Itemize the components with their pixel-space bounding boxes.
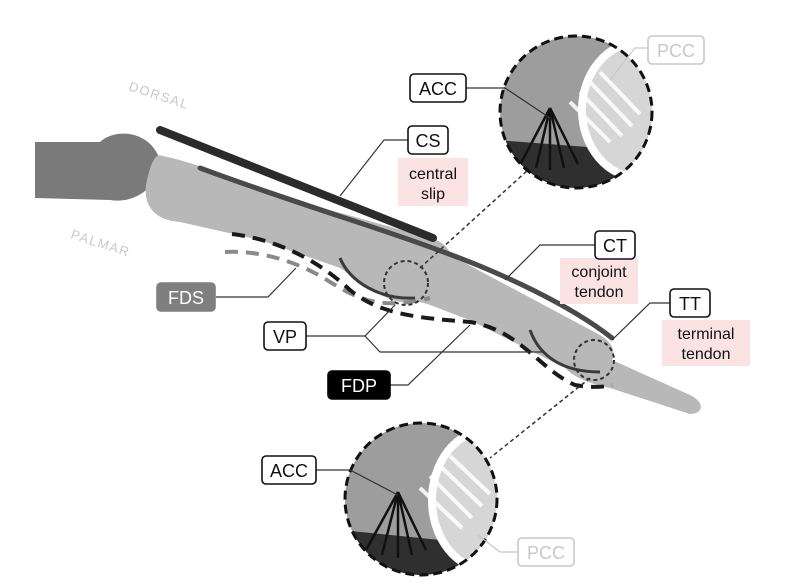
cs-label: CS <box>415 131 440 151</box>
vp-label: VP <box>273 327 297 347</box>
palmar-label: PALMAR <box>69 227 132 260</box>
cs-box <box>407 125 449 155</box>
fds-label: FDS <box>168 288 204 308</box>
phalanx-bones <box>145 155 701 414</box>
tt-description-line2: tendon <box>682 346 731 363</box>
tt-label: TT <box>679 294 701 314</box>
cs-description-line1: central <box>409 166 457 183</box>
cs-description-line2: slip <box>421 186 445 203</box>
acc-bottom-box <box>261 455 317 485</box>
ct-leader <box>504 244 595 281</box>
lateral-band-tendon <box>197 165 615 341</box>
pcc-top-leader <box>609 47 648 81</box>
dorsal-label: DORSAL <box>127 79 191 113</box>
volar-plate-pip <box>338 257 416 300</box>
fdp-tendon <box>231 232 613 389</box>
dip-zoom-connector <box>489 377 591 459</box>
acc-top-box <box>409 73 467 103</box>
acc-top-label: ACC <box>419 79 457 99</box>
dip-magnified-view <box>343 421 499 577</box>
fdp-box <box>327 370 391 400</box>
ct-description-bg <box>560 258 638 304</box>
acc-bottom-label: ACC <box>270 461 308 481</box>
fds-box <box>156 282 216 312</box>
acc-bottom-leader <box>316 469 399 496</box>
fdp-leader <box>390 324 471 386</box>
tt-leader <box>611 302 670 341</box>
pcc-top-box <box>647 35 705 65</box>
metacarpal-bone <box>35 133 161 201</box>
fdp-label: FDP <box>341 376 377 396</box>
pcc-top-label: PCC <box>657 41 695 61</box>
fds-tendon <box>224 249 431 306</box>
cs-leader <box>339 139 408 197</box>
volar-plate-dip <box>528 329 601 374</box>
pcc-bottom-box <box>517 537 575 567</box>
pcc-bottom-leader <box>477 534 518 553</box>
fds-leader <box>216 267 297 298</box>
tt-box <box>669 288 711 318</box>
ct-label: CT <box>603 236 627 256</box>
ct-description-line2: tendon <box>575 284 624 301</box>
tt-description-line1: terminal <box>678 326 735 343</box>
dip-joint-circle <box>573 339 615 381</box>
vp-leader-2 <box>364 335 545 353</box>
ct-description-line1: conjoint <box>571 264 627 281</box>
acc-top-leader <box>466 87 551 119</box>
vp-box <box>263 321 307 351</box>
pcc-bottom-label: PCC <box>527 543 565 563</box>
pip-zoom-connector <box>419 169 529 269</box>
tt-description-bg <box>662 320 750 366</box>
pip-joint-circle <box>383 260 429 306</box>
cs-description-bg <box>398 158 468 206</box>
ct-box <box>594 230 636 260</box>
central-slip-tendon <box>156 126 437 242</box>
